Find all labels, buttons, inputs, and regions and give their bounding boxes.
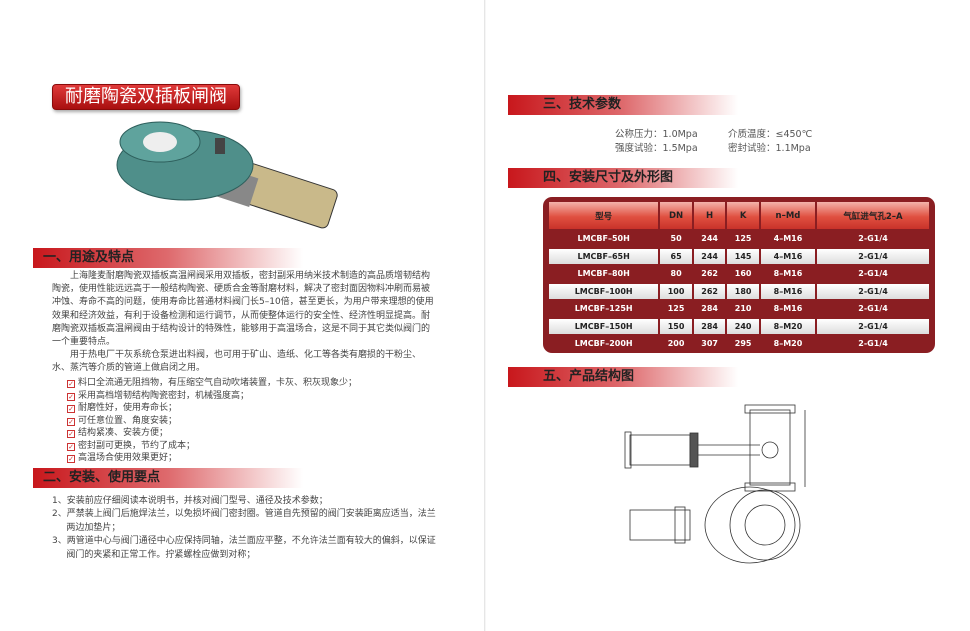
structure-drawing (624, 404, 806, 564)
product-title: 耐磨陶瓷双插板闸阀 (52, 84, 240, 110)
col-header: DN (660, 202, 692, 229)
feature-item: ✓高温场合使用效果更好； (67, 453, 178, 463)
col-header: 气缸进气孔2–A (817, 202, 929, 229)
table-cell: 8–M20 (760, 318, 816, 334)
table-cell: 2-G1/4 (858, 269, 888, 279)
table-cell: 2-G1/4 (858, 339, 888, 349)
table-row: LMCBF–200H 200 307 295 8–M20 2-G1/4 (549, 336, 929, 352)
table-cell: LMCBF–50H (577, 234, 630, 244)
col-header: H (693, 202, 726, 229)
table-cell: 125 (667, 304, 685, 314)
install-item: 2、严禁装上阀门后施焊法兰，以免损坏阀门密封圈。管道自先预留的阀门安装距离应适当… (52, 509, 436, 533)
table-cell: 2-G1/4 (858, 304, 888, 314)
table-cell: 8–M16 (760, 283, 816, 299)
page-fold (484, 0, 486, 631)
feature-item: ✓采用高档增韧结构陶瓷密封，机械强度高； (67, 390, 250, 401)
section-heading-dimensions: 四、安装尺寸及外形图 (508, 168, 738, 188)
table-cell: 150 (660, 318, 692, 334)
usage-text: 上海隆麦耐磨陶瓷双插板高温闸阀采用双插板，密封副采用纳米技术制造的高品质增韧结构… (52, 271, 434, 374)
table-cell: 244 (693, 248, 726, 264)
table-cell: 262 (701, 269, 718, 279)
table-cell: LMCBF–80H (577, 269, 630, 279)
table-cell: 295 (734, 339, 752, 349)
table-cell: 8–M16 (773, 269, 803, 279)
feature-list: ✓料口全流通无阻挡物，有压缩空气自动吹堵装置，卡灰、积灰现象少； ✓采用高档增韧… (67, 377, 437, 465)
table-cell: 8–M20 (773, 339, 803, 349)
col-header: K (727, 202, 759, 229)
feature-item: ✓密封副可更换，节约了成本； (67, 440, 196, 451)
table-cell: 284 (701, 304, 718, 314)
table-cell: 244 (701, 234, 718, 244)
table-cell: 2-G1/4 (817, 248, 929, 264)
checkbox-icon: ✓ (67, 430, 75, 438)
table-cell: 2-G1/4 (817, 318, 929, 334)
table-cell: 50 (670, 234, 682, 244)
table-cell: 125 (734, 234, 752, 244)
table-cell: LMCBF–65H (549, 248, 659, 264)
table-cell: 307 (701, 339, 718, 349)
table-cell: 145 (727, 248, 759, 264)
dimensions-table: 型号 DN H K n–Md 气缸进气孔2–A LMCBF–50H 50 244 12… (543, 197, 935, 353)
checkbox-icon: ✓ (67, 442, 75, 451)
section-heading-usage: 一、用途及特点 (33, 248, 303, 268)
table-cell: 4–M16 (773, 234, 803, 244)
feature-item: ✓料口全流通无阻挡物，有压缩空气自动吹堵装置，卡灰、积灰现象少； (67, 378, 358, 388)
table-cell: 240 (727, 318, 759, 334)
feature-item: ✓耐磨性好，使用寿命长； (67, 403, 178, 413)
table-cell: 262 (693, 283, 726, 299)
install-list: 1、安装前应仔细阅读本说明书，并核对阀门型号、通径及技术参数； 2、严禁装上阀门… (52, 495, 437, 562)
table-cell: 4–M16 (760, 248, 816, 264)
col-header: 型号 (549, 202, 659, 229)
table-cell: LMCBF–200H (574, 339, 633, 349)
table-cell: 160 (734, 269, 752, 279)
section-heading-structure: 五、产品结构图 (508, 367, 738, 387)
checkbox-icon: ✓ (67, 455, 75, 463)
table-cell: LMCBF–100H (549, 283, 659, 299)
install-item: 1、安装前应仔细阅读本说明书，并核对阀门型号、通径及技术参数； (52, 496, 328, 506)
table-row: LMCBF–80H 80 262 160 8–M16 2-G1/4 (549, 266, 929, 282)
table-cell: 180 (727, 283, 759, 299)
checkbox-icon: ✓ (67, 380, 75, 388)
checkbox-icon: ✓ (67, 417, 75, 426)
table-cell: 65 (660, 248, 692, 264)
table-cell: 210 (734, 304, 752, 314)
table-cell: LMCBF–125H (574, 304, 633, 314)
table-cell: LMCBF–150H (549, 318, 659, 334)
table-cell: 200 (667, 339, 685, 349)
section-heading-tech: 三、技术参数 (508, 95, 738, 115)
section-heading-install: 二、安装、使用要点 (33, 468, 303, 488)
feature-item: ✓可任意位置、角度安装； (67, 415, 178, 426)
table-row: LMCBF–125H 125 284 210 8–M16 2-G1/4 (549, 301, 929, 317)
checkbox-icon: ✓ (67, 392, 75, 401)
install-item: 3、两管道中心与阀门通径中心应保持同轴，法兰面应平整，不允许法兰面有较大的偏斜，… (52, 536, 436, 560)
table-cell: 284 (693, 318, 726, 334)
table-cell: 100 (660, 283, 692, 299)
table-cell: 2-G1/4 (817, 283, 929, 299)
table-row: LMCBF–50H 50 244 125 4–M16 2-G1/4 (549, 231, 929, 247)
feature-item: ✓结构紧凑、安装方便； (67, 428, 169, 438)
checkbox-icon: ✓ (67, 405, 75, 413)
col-header: n–Md (760, 202, 816, 229)
table-cell: 8–M16 (773, 304, 803, 314)
valve-photo (116, 121, 338, 229)
table-cell: 2-G1/4 (858, 234, 888, 244)
table-cell: 80 (670, 269, 682, 279)
